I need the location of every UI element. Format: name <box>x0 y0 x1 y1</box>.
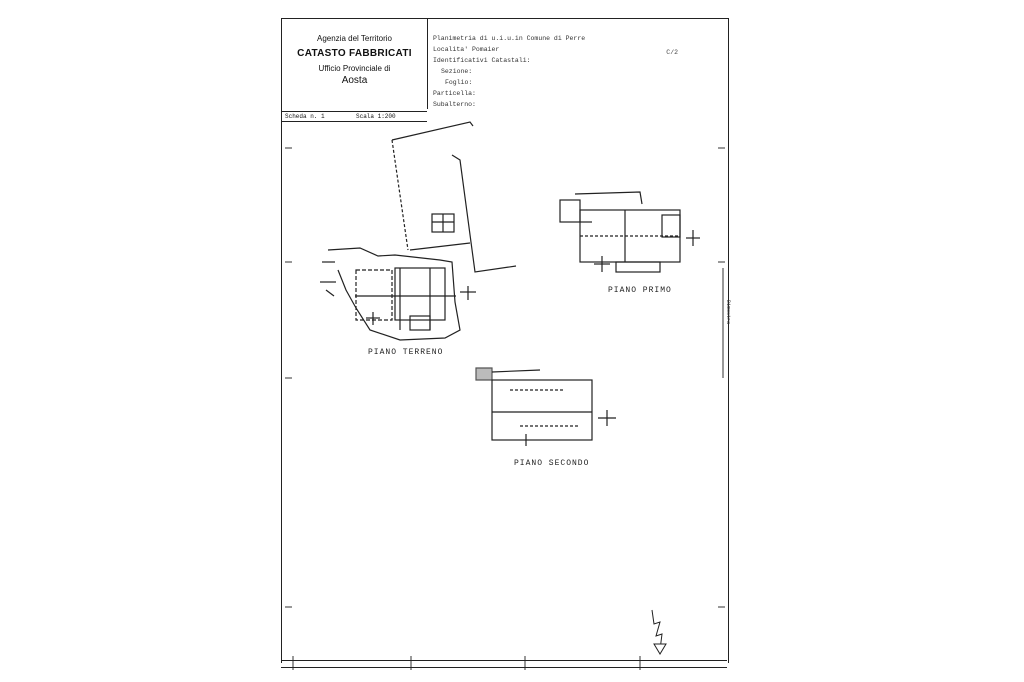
particella-line: Particella: <box>433 90 476 97</box>
sezione-line: Sezione: <box>441 68 473 75</box>
agency-name: Agenzia del Territorio <box>316 34 392 43</box>
piano-primo-plan <box>559 191 700 273</box>
office-city: Aosta <box>341 75 368 86</box>
category-code: C/2 <box>666 49 678 56</box>
scheda-number: Scheda n. 1 <box>285 113 325 120</box>
catasto-title: CATASTO FABBRICATI <box>297 48 412 59</box>
agency-box: Agenzia del Territorio CATASTO FABBRICAT… <box>282 19 428 109</box>
scheda-row: Scheda n. 1 Scala 1:200 <box>282 111 427 122</box>
identificativi-line: Identificativi Catastali: <box>433 57 531 64</box>
floor-label-secondo: PIANO SECONDO <box>514 459 590 468</box>
floor-label-primo: PIANO PRIMO <box>608 286 672 295</box>
comune-line: Planimetria di u.i.u.in Comune di Perre <box>433 35 586 42</box>
office-label: Ufficio Provinciale di <box>318 64 391 73</box>
cadastral-sheet: Agenzia del Territorio CATASTO FABBRICAT… <box>281 18 729 663</box>
piano-terreno-plan <box>320 121 517 341</box>
subalterno-line: Subalterno: <box>433 101 476 108</box>
scale-label: Scala 1:200 <box>356 113 396 120</box>
bottom-border-2 <box>281 667 727 668</box>
floor-label-terreno: PIANO TERRENO <box>368 348 444 357</box>
bottom-border <box>281 660 727 661</box>
north-arrow-icon <box>651 609 667 655</box>
piano-secondo-plan <box>475 367 616 446</box>
foglio-line: Foglio: <box>445 79 473 86</box>
property-info: Planimetria di u.i.u.in Comune di Perre … <box>433 33 723 110</box>
localita-line: Localita' Pomaier <box>433 46 500 53</box>
side-label: Dimostra <box>725 300 731 325</box>
